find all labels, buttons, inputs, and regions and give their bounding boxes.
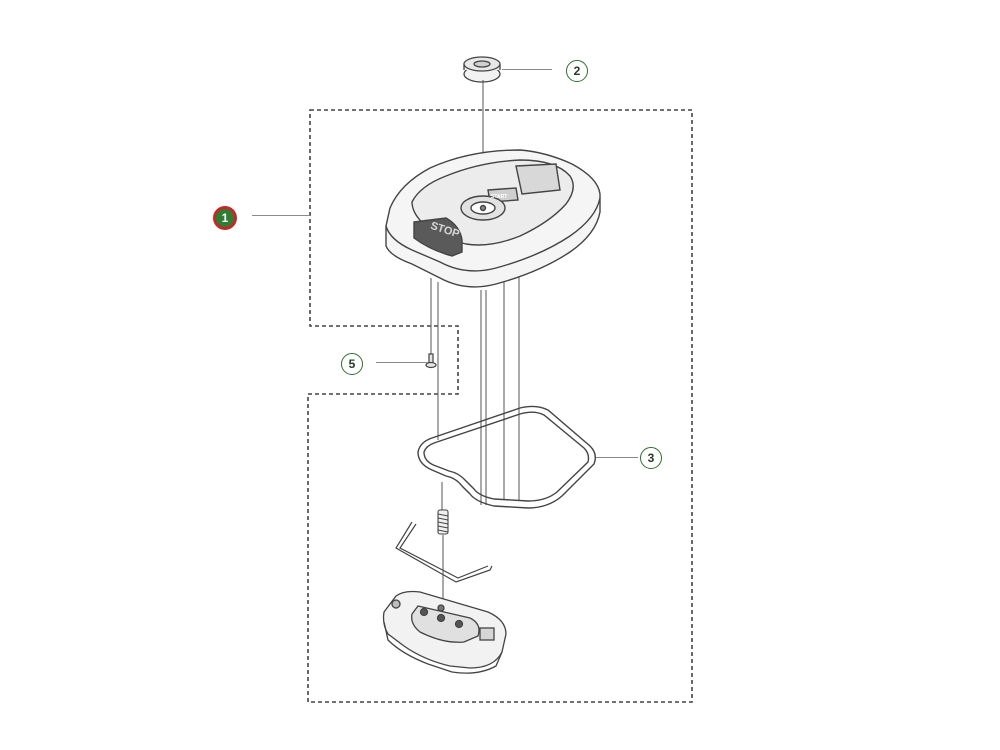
- assembly-boundary: [307, 109, 693, 703]
- knob-part: [463, 56, 501, 83]
- gasket-seal-part: [417, 405, 597, 509]
- wire-bracket-part: [395, 521, 493, 583]
- callout-label: 5: [348, 357, 356, 371]
- leader-line-2: [502, 69, 552, 70]
- leader-line-5: [376, 362, 428, 363]
- bottom-housing-part: [382, 590, 507, 674]
- callout-2[interactable]: 2: [566, 60, 588, 82]
- screw-part: [425, 353, 437, 369]
- assembly-guide-lines: [430, 80, 520, 610]
- leader-line-3: [596, 457, 638, 458]
- spring-part: [437, 509, 449, 535]
- callout-1[interactable]: 1: [214, 207, 236, 229]
- top-cover-part: STOP START: [385, 149, 601, 288]
- callout-label: 2: [573, 64, 581, 78]
- leader-line-1: [252, 215, 310, 216]
- callout-5[interactable]: 5: [341, 353, 363, 375]
- callout-label: 3: [647, 451, 655, 465]
- start-button-label: START: [491, 194, 507, 200]
- callout-label: 1: [221, 211, 229, 225]
- callout-3[interactable]: 3: [640, 447, 662, 469]
